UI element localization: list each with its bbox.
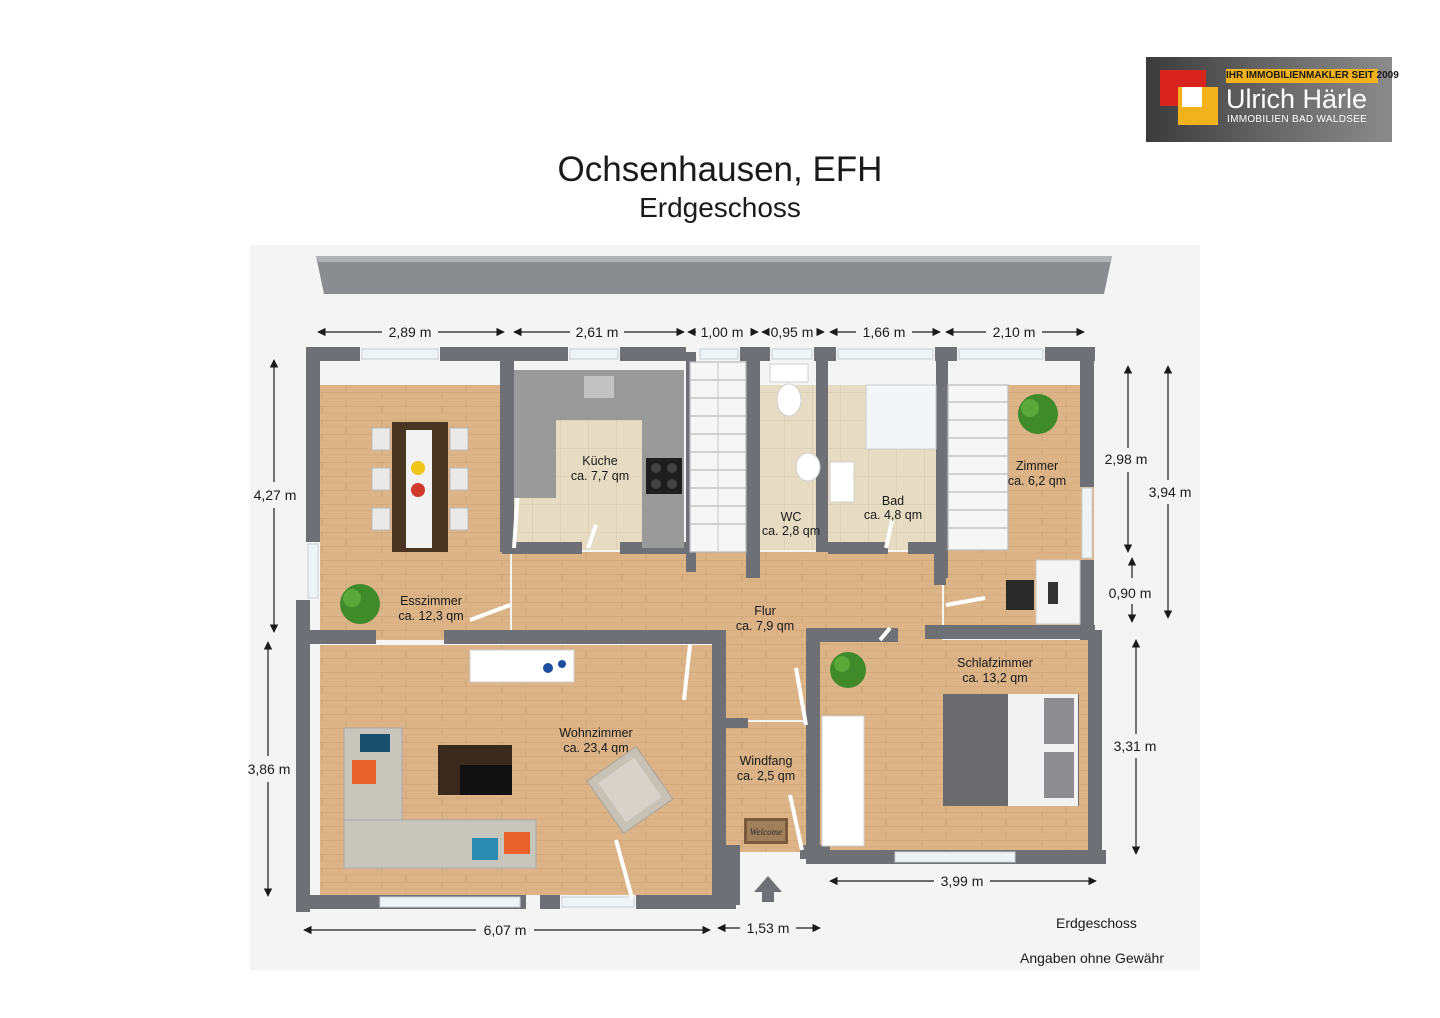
room-esszimmer-name: Esszimmer: [400, 594, 462, 608]
logo-company-name: Ulrich Härle: [1226, 84, 1368, 114]
dim-top-6: 2,10 m: [993, 324, 1036, 340]
floor-flur: [512, 552, 942, 640]
room-wc-name: WC: [781, 510, 802, 524]
room-kueche-name: Küche: [582, 454, 617, 468]
dim-right-total: 3,94 m: [1149, 484, 1192, 500]
dim-top-3: 1,00 m: [701, 324, 744, 340]
doors: [469, 489, 986, 899]
dim-right-b: 0,90 m: [1109, 585, 1152, 601]
room-wohnzimmer-area: ca. 23,4 qm: [563, 741, 628, 755]
dim-top-5: 1,66 m: [863, 324, 906, 340]
dim-top-2: 2,61 m: [576, 324, 619, 340]
dim-bottom-right: 3,99 m: [941, 873, 984, 889]
dim-left-upper: 4,27 m: [254, 487, 297, 503]
stairs-zimmer: [947, 384, 1009, 551]
wardrobe: [821, 715, 865, 847]
kitchen-counter: [514, 370, 684, 548]
room-zimmer-area: ca. 6,2 qm: [1008, 474, 1066, 488]
sideboard: [469, 649, 575, 683]
doormat-text: Welcome: [750, 827, 782, 837]
disclaimer: Angaben ohne Gewähr: [1020, 950, 1164, 966]
room-windfang-area: ca. 2,5 qm: [737, 769, 795, 783]
logo-tagline: IHR IMMOBILIENMAKLER SEIT 2009: [1226, 69, 1399, 83]
logo-white-square: [1182, 87, 1202, 107]
dim-top-4: 0,95 m: [771, 324, 814, 340]
bed: [943, 694, 1079, 806]
dim-top-1: 2,89 m: [389, 324, 432, 340]
stairs-main: [689, 361, 747, 553]
logo-subline: IMMOBILIEN BAD WALDSEE: [1227, 114, 1368, 125]
room-kueche-area: ca. 7,7 qm: [571, 469, 629, 483]
room-bad-area: ca. 4,8 qm: [864, 508, 922, 522]
room-windfang-name: Windfang: [740, 754, 793, 768]
bath-fixtures: [829, 384, 937, 503]
company-logo: IHR IMMOBILIENMAKLER SEIT 2009 Ulrich Hä…: [1146, 57, 1399, 142]
walls: [296, 347, 1106, 912]
entrance-arrow-icon: [754, 876, 782, 902]
dim-right-a: 2,98 m: [1105, 451, 1148, 467]
dimension-lines: [263, 327, 1173, 935]
room-flur-area: ca. 7,9 qm: [736, 619, 794, 633]
windows: [307, 348, 1093, 908]
room-esszimmer-area: ca. 12,3 qm: [398, 609, 463, 623]
dim-bottom-left: 6,07 m: [484, 922, 527, 938]
armchair: [586, 745, 674, 835]
floor-label: Erdgeschoss: [1056, 915, 1137, 931]
plant-decor: [340, 394, 1058, 688]
dim-right-lower: 3,31 m: [1114, 738, 1157, 754]
sofa: [343, 727, 537, 869]
room-bad-name: Bad: [882, 494, 904, 508]
room-schlafzimmer-name: Schlafzimmer: [957, 656, 1033, 670]
roof-slab: [316, 256, 1112, 294]
page-subtitle: Erdgeschoss: [639, 192, 801, 223]
dim-bottom-mid: 1,53 m: [747, 920, 790, 936]
dining-table: [371, 422, 469, 552]
room-schlafzimmer-area: ca. 13,2 qm: [962, 671, 1027, 685]
desk: [1006, 559, 1081, 625]
page-title: Ochsenhausen, EFH: [557, 150, 883, 189]
wc-fixtures: [769, 363, 821, 482]
dim-left-lower: 3,86 m: [248, 761, 291, 777]
room-zimmer-name: Zimmer: [1016, 459, 1058, 473]
room-flur-name: Flur: [754, 604, 776, 618]
room-wohnzimmer-name: Wohnzimmer: [559, 726, 632, 740]
room-wc-area: ca. 2,8 qm: [762, 524, 820, 538]
